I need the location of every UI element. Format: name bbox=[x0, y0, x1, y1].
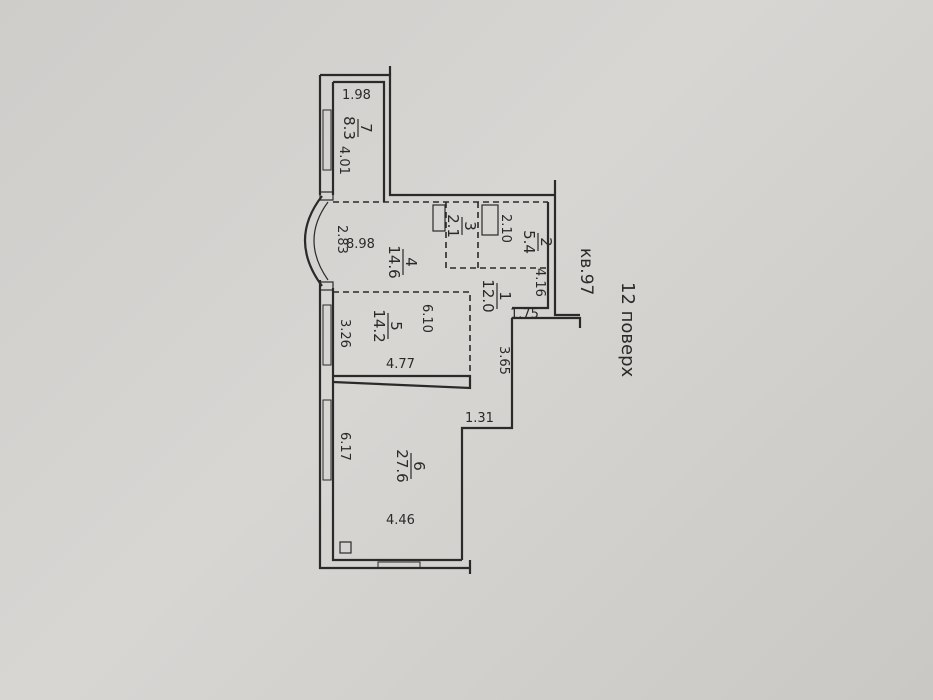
dim-6-10: 6.10 bbox=[419, 304, 434, 333]
dim-2-10: 2.10 bbox=[498, 214, 513, 243]
dim-4-77: 4.77 bbox=[386, 357, 415, 372]
room-6-number: 6 bbox=[410, 461, 428, 471]
room-2-label: 2 5.4 bbox=[520, 230, 555, 254]
room-7-number: 7 bbox=[357, 123, 375, 133]
dim-1-31: 1.31 bbox=[465, 411, 494, 426]
room-3-area: 2.1 bbox=[444, 214, 462, 238]
dim-3-26: 3.26 bbox=[337, 319, 352, 348]
dim-2-83: 2.83 bbox=[334, 225, 349, 254]
dimension-labels: 1.98 4.01 2.83 8.98 2.10 4.16 1.75 6.10 … bbox=[334, 88, 547, 528]
room-3-label: 3 2.1 bbox=[444, 214, 479, 238]
room-5-label: 5 14.2 bbox=[370, 309, 405, 342]
room-4-area: 14.6 bbox=[385, 245, 403, 278]
dash-4-5 bbox=[333, 291, 471, 376]
room-labels: 7 8.3 4 14.6 3 2.1 2 5.4 1 12.0 5 14.2 bbox=[340, 116, 555, 483]
balcony-door bbox=[319, 191, 334, 201]
room-5-area: 14.2 bbox=[370, 309, 388, 342]
floor-label: 12 поверх bbox=[617, 282, 638, 378]
outer-wall bbox=[318, 73, 580, 570]
inner-wall-balcony bbox=[331, 80, 386, 202]
toilet-fixture bbox=[432, 204, 446, 232]
room-7-area: 8.3 bbox=[340, 116, 358, 140]
dim-1-98: 1.98 bbox=[342, 88, 371, 103]
bay-window-inner bbox=[313, 201, 329, 281]
room-1-number: 1 bbox=[496, 291, 514, 301]
bay-window bbox=[304, 195, 323, 287]
room-1-area: 12.0 bbox=[479, 279, 497, 312]
zone-lines bbox=[333, 201, 548, 376]
apartment-label: кв.97 bbox=[576, 248, 596, 295]
bay-jamb bbox=[319, 281, 334, 291]
room-7-label: 7 8.3 bbox=[340, 116, 375, 140]
room-2-number: 2 bbox=[537, 237, 555, 247]
dim-6-17: 6.17 bbox=[337, 432, 352, 461]
room-3-number: 3 bbox=[461, 221, 479, 231]
walls bbox=[304, 66, 582, 574]
dash-4-1 bbox=[445, 202, 548, 269]
bath-fixture bbox=[481, 204, 499, 236]
inner-wall-main bbox=[331, 202, 555, 562]
room-5-number: 5 bbox=[387, 321, 405, 331]
room-2-area: 5.4 bbox=[520, 230, 538, 254]
dim-4-01: 4.01 bbox=[336, 146, 351, 175]
room-6-label: 6 27.6 bbox=[393, 449, 428, 482]
dim-1-75: 1.75 bbox=[510, 307, 539, 322]
room-6-area: 27.6 bbox=[393, 449, 411, 482]
dim-3-65: 3.65 bbox=[496, 346, 511, 375]
window-7 bbox=[322, 109, 332, 171]
partition-5-6 bbox=[332, 374, 472, 390]
room-1-label: 1 12.0 bbox=[479, 279, 514, 312]
room-4-number: 4 bbox=[402, 257, 420, 267]
dim-4-46: 4.46 bbox=[386, 513, 415, 528]
window-6-bottom bbox=[377, 561, 421, 569]
windows bbox=[322, 109, 421, 569]
window-5 bbox=[322, 304, 332, 366]
entry-jamb bbox=[388, 66, 582, 574]
window-6 bbox=[322, 399, 332, 481]
dim-4-16: 4.16 bbox=[532, 268, 547, 297]
dim-8-98: 8.98 bbox=[346, 237, 375, 252]
fixtures bbox=[432, 204, 499, 236]
vent-shaft bbox=[339, 541, 352, 554]
room-4-label: 4 14.6 bbox=[385, 245, 420, 278]
